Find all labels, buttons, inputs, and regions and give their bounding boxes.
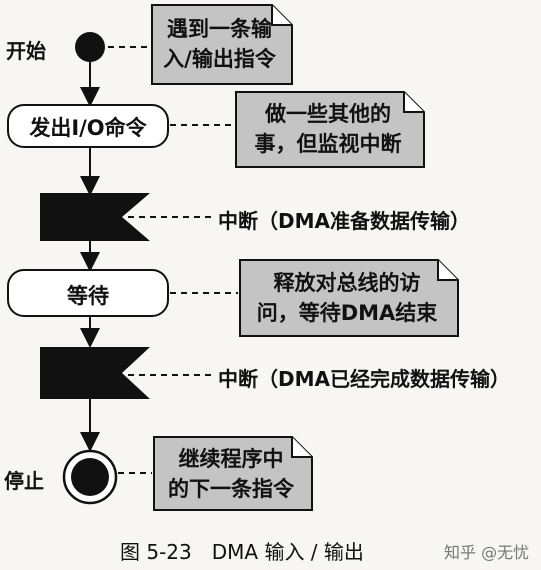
note-2-line-2: 事，但监视中断 [254, 132, 402, 156]
note-3-line-2: 问，等待DMA结束 [256, 301, 438, 325]
issue-io-box [7, 104, 169, 148]
note-1-text: 遇到一条输 入/输出指令 [152, 14, 287, 74]
issue-io-label: 发出I/O命令 [29, 116, 147, 140]
note-1-line-2: 入/输出指令 [163, 47, 276, 71]
note-3-text: 释放对总线的访 问，等待DMA结束 [240, 268, 454, 328]
interrupt-flag-2 [40, 347, 150, 399]
stop-node-core [71, 458, 109, 496]
note-4-line-1: 继续程序中 [178, 447, 284, 471]
watermark: 知乎 @无忧 [444, 543, 530, 562]
wait-label: 等待 [67, 284, 109, 308]
stop-label: 停止 [4, 469, 44, 493]
note-2-text: 做一些其他的 事，但监视中断 [236, 99, 420, 159]
note-2-line-1: 做一些其他的 [265, 102, 391, 126]
note-3-line-1: 释放对总线的访 [273, 271, 421, 295]
note-box-4 [153, 436, 313, 511]
note-1-line-1: 遇到一条输 [167, 17, 272, 41]
note-4-text: 继续程序中 的下一条指令 [154, 444, 308, 504]
note-4-line-2: 的下一条指令 [168, 477, 294, 501]
note-box-1 [151, 4, 293, 85]
note-box-3 [239, 259, 459, 337]
start-node [75, 32, 105, 62]
signal-interrupt-done: 中断（DMA已经完成数据传输） [218, 367, 510, 391]
note-box-2 [235, 91, 425, 168]
start-label: 开始 [6, 39, 46, 63]
figure-caption: 图 5-23 DMA 输入 / 输出 [120, 540, 364, 564]
signal-interrupt-prepare: 中断（DMA准备数据传输） [218, 209, 470, 233]
interrupt-flag-1 [40, 193, 150, 241]
wait-box [7, 269, 169, 317]
